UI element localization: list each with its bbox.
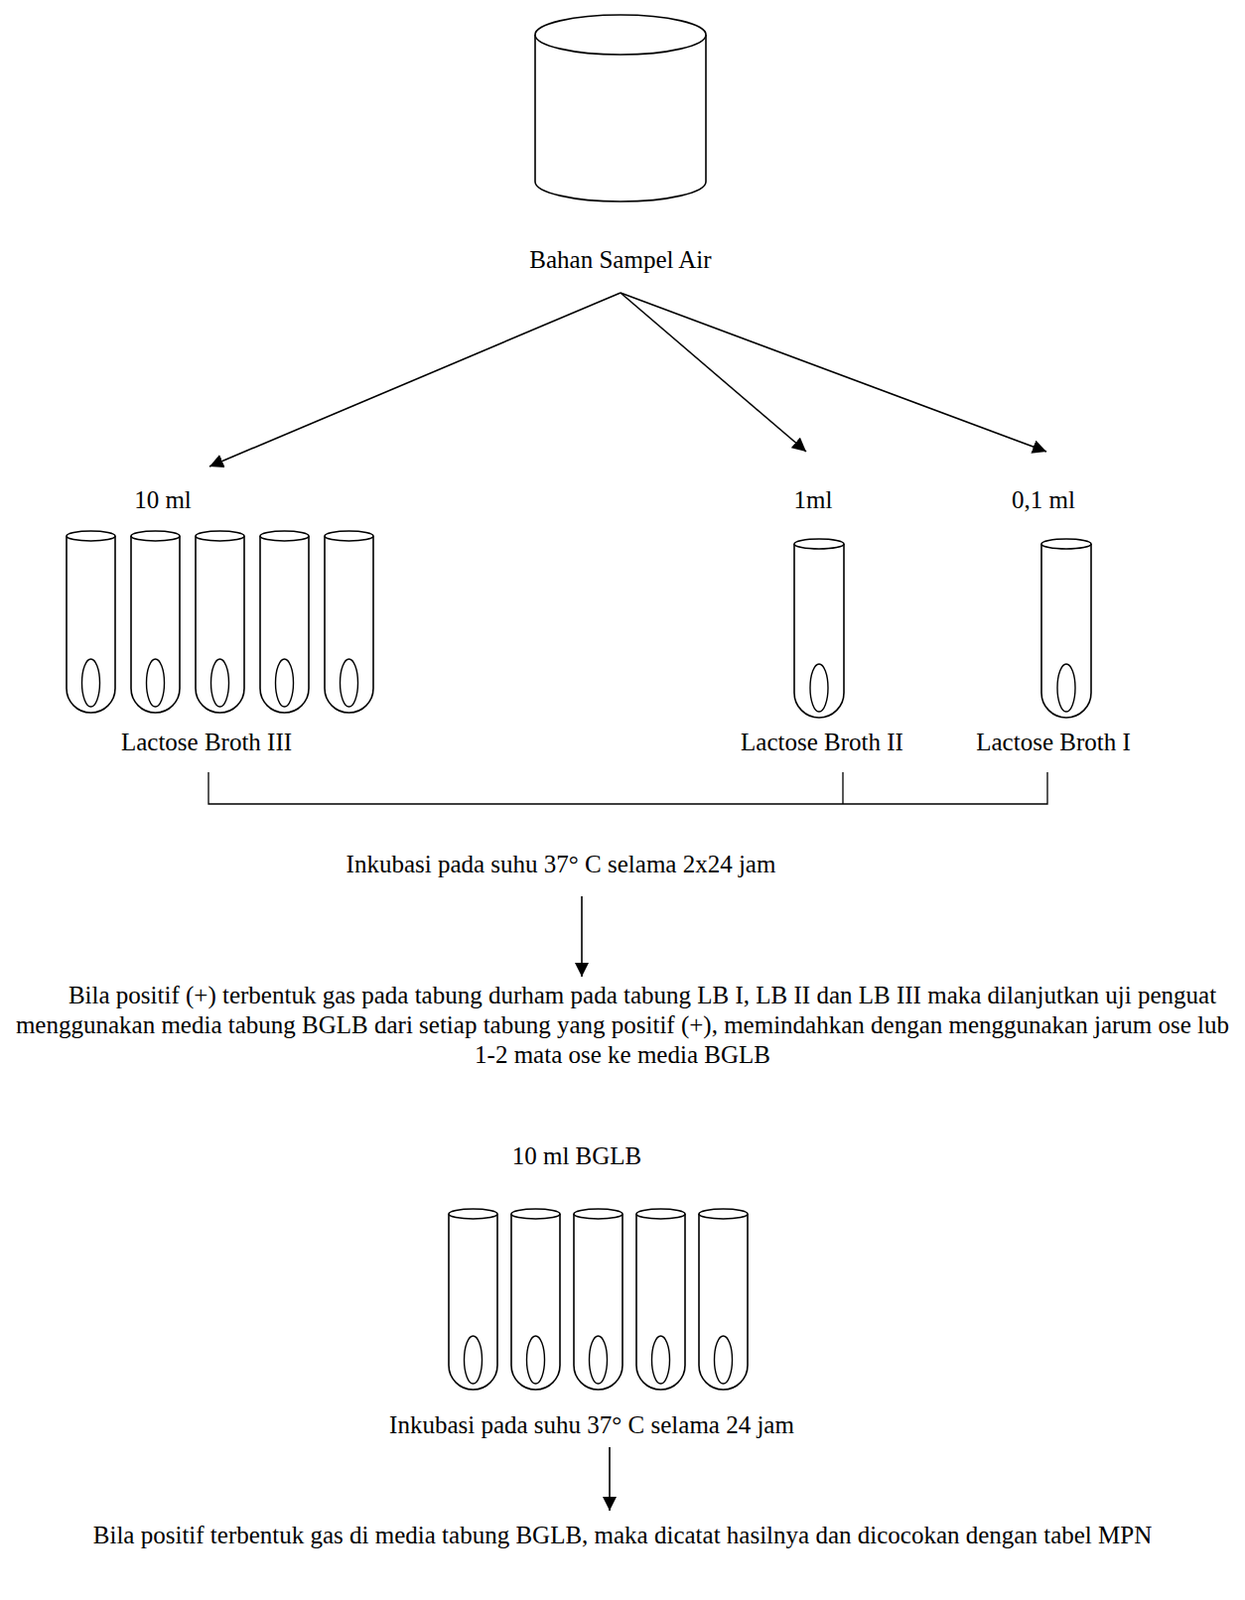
test-tube: [131, 536, 180, 713]
test-tube: [511, 1214, 560, 1390]
node-label: Lactose Broth III: [121, 727, 292, 758]
test-tube: [1041, 544, 1092, 718]
durham-tube: [810, 664, 829, 712]
durham-tube: [589, 1336, 608, 1384]
test-tube: [448, 1214, 498, 1390]
sample-container: [535, 34, 706, 202]
tube-mouth: [195, 531, 245, 542]
test-tube: [260, 536, 309, 713]
volume-label: 1ml: [794, 485, 833, 516]
sample-node: Bahan Sampel Air: [506, 14, 735, 293]
test-tube: [573, 1214, 623, 1390]
durham-tube: [340, 659, 359, 707]
flow-arrow: [620, 292, 807, 452]
tube-group: 10 ml Lactose Broth III: [39, 466, 408, 765]
test-tube: [195, 536, 245, 713]
tube-mouth: [324, 531, 374, 542]
tube-mouth: [573, 1209, 623, 1220]
tube-mouth: [636, 1209, 686, 1220]
step-note: Inkubasi pada suhu 37° C selama 24 jam: [389, 1410, 795, 1441]
container-top: [535, 14, 706, 55]
tube-group: 0,1 ml Lactose Broth I: [943, 451, 1162, 765]
node-label: 10 ml BGLB: [512, 1141, 643, 1172]
tube-mouth: [66, 531, 116, 542]
tube-mouth: [698, 1209, 748, 1220]
durham-tube: [464, 1336, 483, 1384]
durham-tube: [276, 659, 294, 707]
test-tube: [794, 544, 844, 718]
test-tube: [66, 536, 116, 713]
durham-tube: [146, 659, 165, 707]
tube-mouth: [131, 531, 180, 542]
volume-label: 0,1 ml: [1011, 485, 1076, 516]
tube-group: 1mlLactose Broth II: [734, 451, 914, 765]
durham-tube: [82, 659, 101, 707]
step-note: Inkubasi pada suhu 37° C selama 2x24 jam: [346, 849, 777, 880]
flow-arrow: [580, 896, 583, 977]
test-tube: [698, 1214, 748, 1390]
flow-arrow: [608, 1447, 611, 1512]
tube-mouth: [448, 1209, 498, 1220]
test-tube: [636, 1214, 686, 1390]
node-label: Bahan Sampel Air: [529, 245, 711, 276]
durham-tube: [714, 1336, 733, 1384]
tube-mouth: [794, 539, 844, 550]
durham-tube: [527, 1336, 546, 1384]
tube-mouth: [511, 1209, 560, 1220]
tube-mouth: [1041, 539, 1092, 550]
durham-tube: [211, 659, 230, 707]
bracket-line: [208, 772, 1048, 805]
durham-tube: [1057, 664, 1076, 712]
node-figure: [39, 466, 408, 765]
durham-tube: [652, 1336, 671, 1384]
flow-arrow: [620, 292, 1047, 452]
flow-arrow: [209, 292, 621, 467]
node-figure: [426, 1131, 785, 1400]
tube-group: 10 ml BGLB: [426, 1131, 785, 1400]
volume-label: 10 ml: [134, 485, 192, 516]
node-label: Lactose Broth II: [740, 727, 904, 758]
step-description: Bila positif (+) terbentuk gas pada tabu…: [9, 980, 1236, 1071]
node-label: Lactose Broth I: [975, 727, 1131, 758]
test-tube: [324, 536, 374, 713]
step-description: Bila positif terbentuk gas di media tabu…: [9, 1521, 1236, 1551]
tube-mouth: [260, 531, 309, 542]
